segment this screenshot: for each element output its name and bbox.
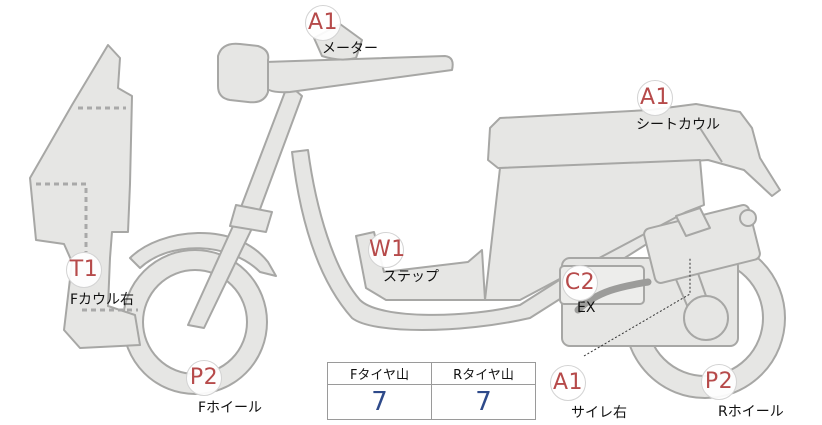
muffler-right-code-badge: A1 xyxy=(550,365,586,401)
handlebar xyxy=(261,55,454,94)
meter-code-badge: A1 xyxy=(305,5,341,41)
front-tire-header: Fタイヤ山 xyxy=(327,362,432,385)
headlight xyxy=(217,42,270,104)
step-label: ステップ xyxy=(383,269,439,285)
tire-tread-table: Fタイヤ山 Rタイヤ山 7 7 xyxy=(327,362,536,420)
front-wheel-code-badge: P2 xyxy=(186,360,222,396)
rear-wheel-code-badge: P2 xyxy=(701,364,737,400)
tire-table-header-row: Fタイヤ山 Rタイヤ山 xyxy=(327,362,536,385)
cowl-seam-middle xyxy=(36,182,88,252)
rear-tire-header: Rタイヤ山 xyxy=(431,362,536,385)
shock-top xyxy=(739,209,757,227)
front-cowl-right-code-badge: T1 xyxy=(66,252,102,288)
exhaust-pipe xyxy=(574,278,652,314)
front-wheel-label: Fホイール xyxy=(198,400,263,416)
front-tire-value: 7 xyxy=(327,384,432,420)
cylinder xyxy=(675,207,711,237)
rear-tire-value: 7 xyxy=(431,384,536,420)
meter-label: メーター xyxy=(322,41,378,57)
tire-table-value-row: 7 7 xyxy=(327,384,536,420)
step-code-badge: W1 xyxy=(368,232,405,268)
rear-wheel-label: Rホイール xyxy=(718,404,784,420)
seat-seam xyxy=(699,127,723,163)
front-cowl-right-label: Fカウル右 xyxy=(70,292,135,308)
steering-clamp xyxy=(229,204,273,233)
exhaust-label: EX xyxy=(577,300,596,316)
seat-cowl-code-badge: A1 xyxy=(637,80,673,116)
muffler-right-label: サイレ右 xyxy=(571,405,627,421)
exhaust-leader-line xyxy=(583,258,691,357)
front-cowl xyxy=(29,44,141,349)
exhaust-code-badge: C2 xyxy=(562,265,598,301)
seat-cowl-label: シートカウル xyxy=(636,117,720,133)
rear-hub xyxy=(683,295,729,341)
